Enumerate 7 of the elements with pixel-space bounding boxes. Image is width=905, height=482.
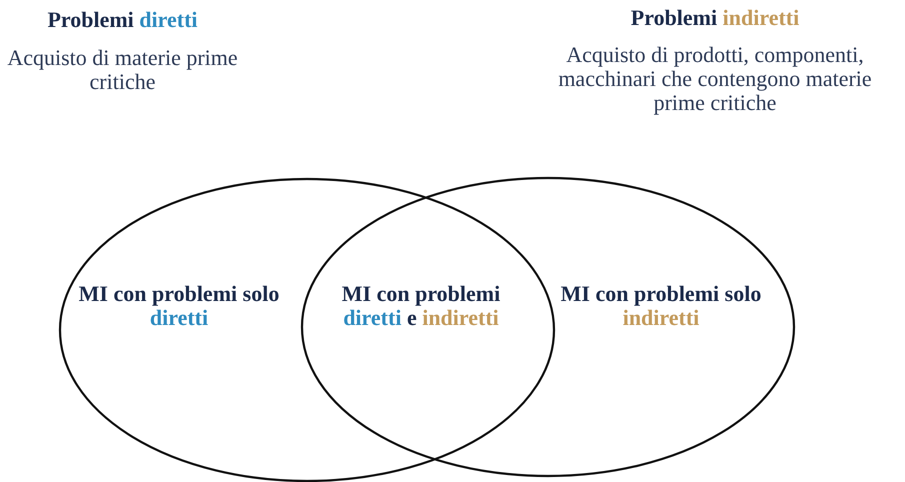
set-description: Acquisto di prodotti, componenti, macchinari che contengono materie prime critiche: [557, 43, 873, 115]
set-heading: Problemi diretti: [46, 8, 199, 32]
region-label: MI con problemi solo indiretti: [560, 282, 762, 330]
region-label: MI con problemi diretti e indiretti: [340, 282, 502, 330]
set-heading: Problemi indiretti: [630, 6, 800, 30]
region-label: MI con problemi solo diretti: [78, 282, 280, 330]
set-description: Acquisto di materie prime critiche: [6, 46, 239, 94]
